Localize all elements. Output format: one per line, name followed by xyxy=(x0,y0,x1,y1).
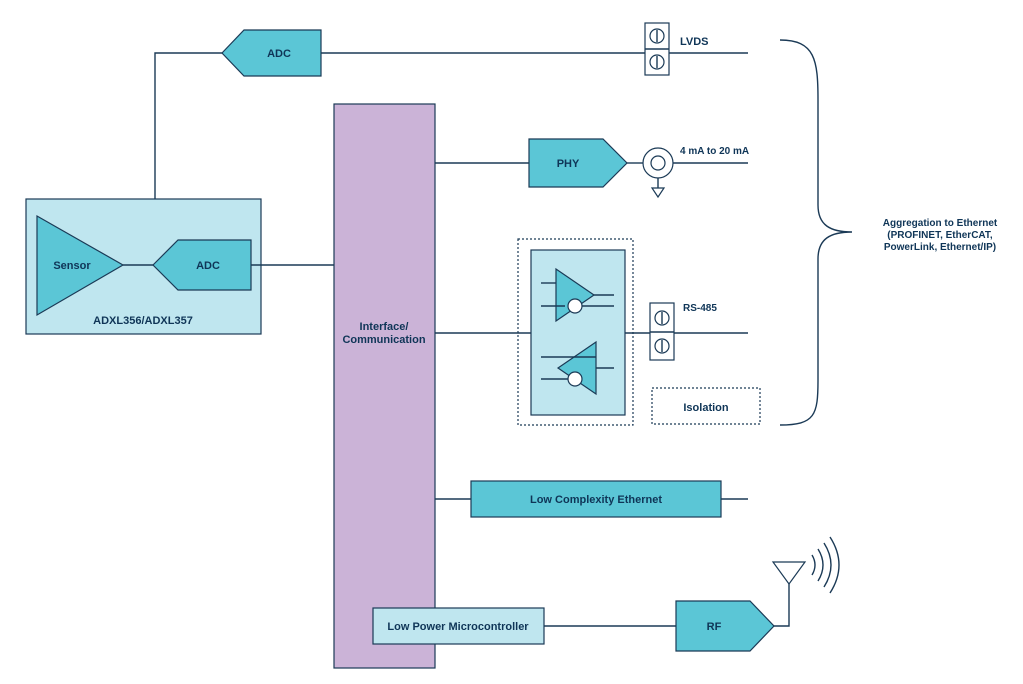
interface-label-line1: Interface/ xyxy=(360,321,409,333)
low-complexity-ethernet-box xyxy=(470,480,722,518)
transceiver-box xyxy=(530,249,626,416)
rf-label: RF xyxy=(707,621,722,633)
rf-icon xyxy=(675,600,775,652)
current-loop-terminal-icon xyxy=(642,147,674,179)
adxl-module: Sensor ADC ADXL356/ADXL357 xyxy=(25,198,262,335)
driver-icon xyxy=(541,267,614,323)
isolation-label: Isolation xyxy=(683,402,729,414)
interface-label-line2: Communication xyxy=(342,334,425,346)
ethernet-path: Low Complexity Ethernet xyxy=(435,480,748,518)
lvds-label: LVDS xyxy=(680,36,709,48)
isolation-boundary xyxy=(517,238,634,426)
phy-icon xyxy=(528,138,628,188)
lvds-path: ADC LVDS xyxy=(154,22,748,199)
phy-path: PHY 4 mA to 20 mA xyxy=(435,138,749,199)
sensor-to-top-adc-wire xyxy=(154,52,222,199)
aggregation-label-line2: (PROFINET, EtherCAT, xyxy=(887,230,993,241)
current-loop-label: 4 mA to 20 mA xyxy=(680,146,749,157)
sensor-label: Sensor xyxy=(53,260,91,272)
phy-label: PHY xyxy=(557,158,580,170)
receiver-icon xyxy=(541,340,614,396)
interface-block: Interface/ Communication xyxy=(333,103,436,669)
aggregation-label-line1: Aggregation to Ethernet xyxy=(883,218,998,229)
adxl-label: ADXL356/ADXL357 xyxy=(93,315,193,327)
ground-icon xyxy=(650,178,666,199)
rs485-connector-icon xyxy=(649,302,675,361)
sensor-triangle-icon xyxy=(36,214,125,317)
low-complexity-ethernet-label: Low Complexity Ethernet xyxy=(530,494,662,506)
interface-bar xyxy=(333,103,436,669)
adc-top-label: ADC xyxy=(267,48,291,60)
rs485-path: RS-485 Isolation xyxy=(435,238,761,426)
aggregation-label-line3: PowerLink, Ethernet/IP) xyxy=(884,242,996,253)
adc-inner-label: ADC xyxy=(196,260,220,272)
isolation-box xyxy=(651,387,761,425)
lvds-connector-icon xyxy=(644,22,670,76)
aggregation-brace xyxy=(779,39,853,426)
rf-path: Low Power Microcontroller RF xyxy=(372,536,840,652)
rs485-label: RS-485 xyxy=(683,303,717,314)
low-power-mcu-label: Low Power Microcontroller xyxy=(387,621,529,633)
antenna-icon xyxy=(771,536,840,594)
